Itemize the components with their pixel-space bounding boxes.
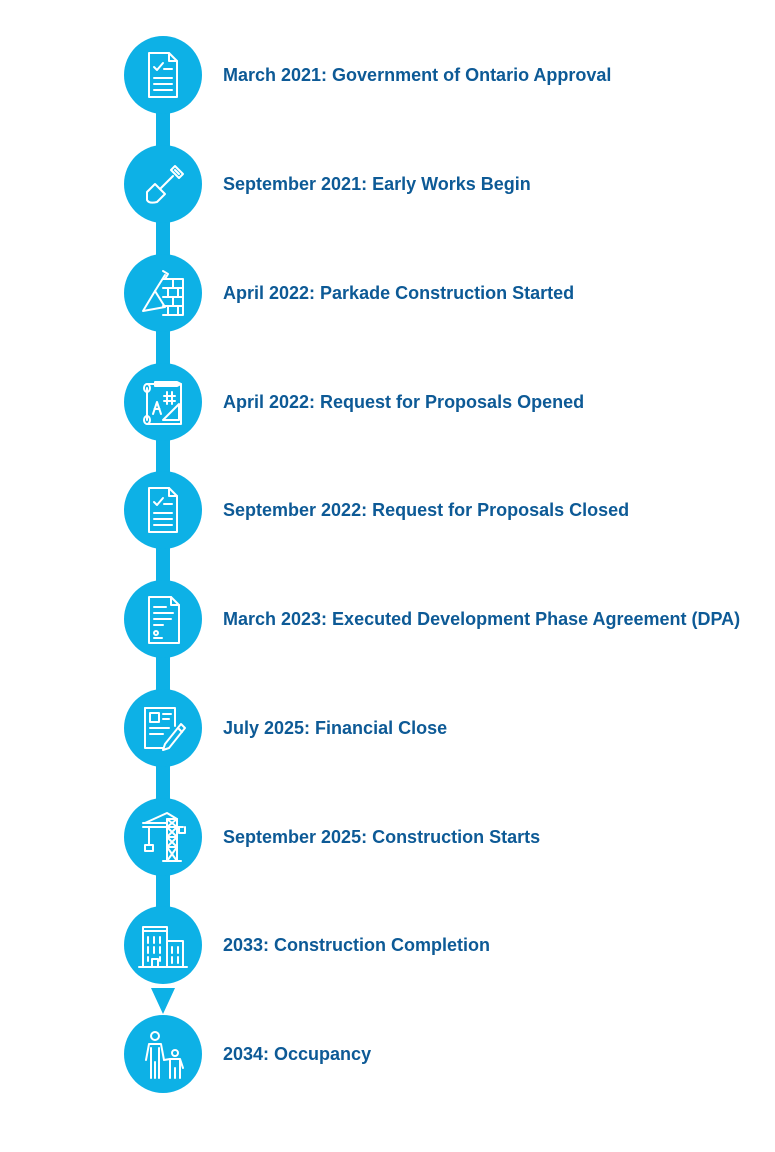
milestone-label: July 2025: Financial Close: [223, 718, 448, 738]
milestone-label: September 2025: Construction Starts: [223, 827, 541, 847]
checklist-document-icon: [148, 52, 178, 98]
milestone-construction-completion: 2033: Construction Completion: [0, 906, 775, 984]
milestone-financial-close: July 2025: Financial Close: [0, 689, 775, 767]
blueprint-drafting-icon: [143, 381, 182, 425]
milestone-node: [124, 145, 202, 223]
milestone-label: September 2021: Early Works Begin: [223, 174, 531, 194]
milestone-dpa-executed: March 2023: Executed Development Phase A…: [0, 580, 775, 658]
milestone-government-approval: March 2021: Government of Ontario Approv…: [0, 36, 775, 114]
milestone-label: September 2022: Request for Proposals Cl…: [223, 500, 630, 520]
milestone-occupancy: 2034: Occupancy: [0, 1015, 775, 1093]
milestone-label: 2034: Occupancy: [223, 1044, 372, 1064]
milestone-node: [124, 906, 202, 984]
milestone-node: [124, 36, 202, 114]
checklist-document-icon: [148, 487, 178, 533]
milestone-node: [124, 1015, 202, 1093]
milestone-node: [124, 254, 202, 332]
milestone-rfp-closed: September 2022: Request for Proposals Cl…: [0, 471, 775, 549]
milestone-early-works: September 2021: Early Works Begin: [0, 145, 775, 223]
milestone-node: [124, 798, 202, 876]
milestone-node: [124, 580, 202, 658]
tower-crane-icon: [142, 812, 186, 862]
trowel-brick-wall-icon: [142, 270, 184, 316]
milestone-label: 2033: Construction Completion: [223, 935, 491, 955]
milestone-construction-starts: September 2025: Construction Starts: [0, 798, 775, 876]
buildings-icon: [138, 926, 188, 968]
milestone-node: [124, 471, 202, 549]
parent-and-child-icon: [145, 1031, 184, 1079]
milestone-label: April 2022: Parkade Construction Started: [223, 283, 575, 303]
milestone-label: March 2021: Government of Ontario Approv…: [223, 65, 612, 85]
milestone-label: March 2023: Executed Development Phase A…: [223, 609, 741, 629]
milestone-parkade-construction: April 2022: Parkade Construction Started: [0, 254, 775, 332]
form-with-pen-icon: [144, 707, 186, 751]
shovel-icon: [146, 165, 184, 204]
milestone-node: [124, 363, 202, 441]
milestone-rfp-opened: April 2022: Request for Proposals Opened: [0, 363, 775, 441]
timeline-arrow-icon: [151, 988, 175, 1014]
milestone-node: [124, 689, 202, 767]
signed-contract-icon: [148, 596, 180, 644]
milestone-label: April 2022: Request for Proposals Opened: [223, 392, 585, 412]
